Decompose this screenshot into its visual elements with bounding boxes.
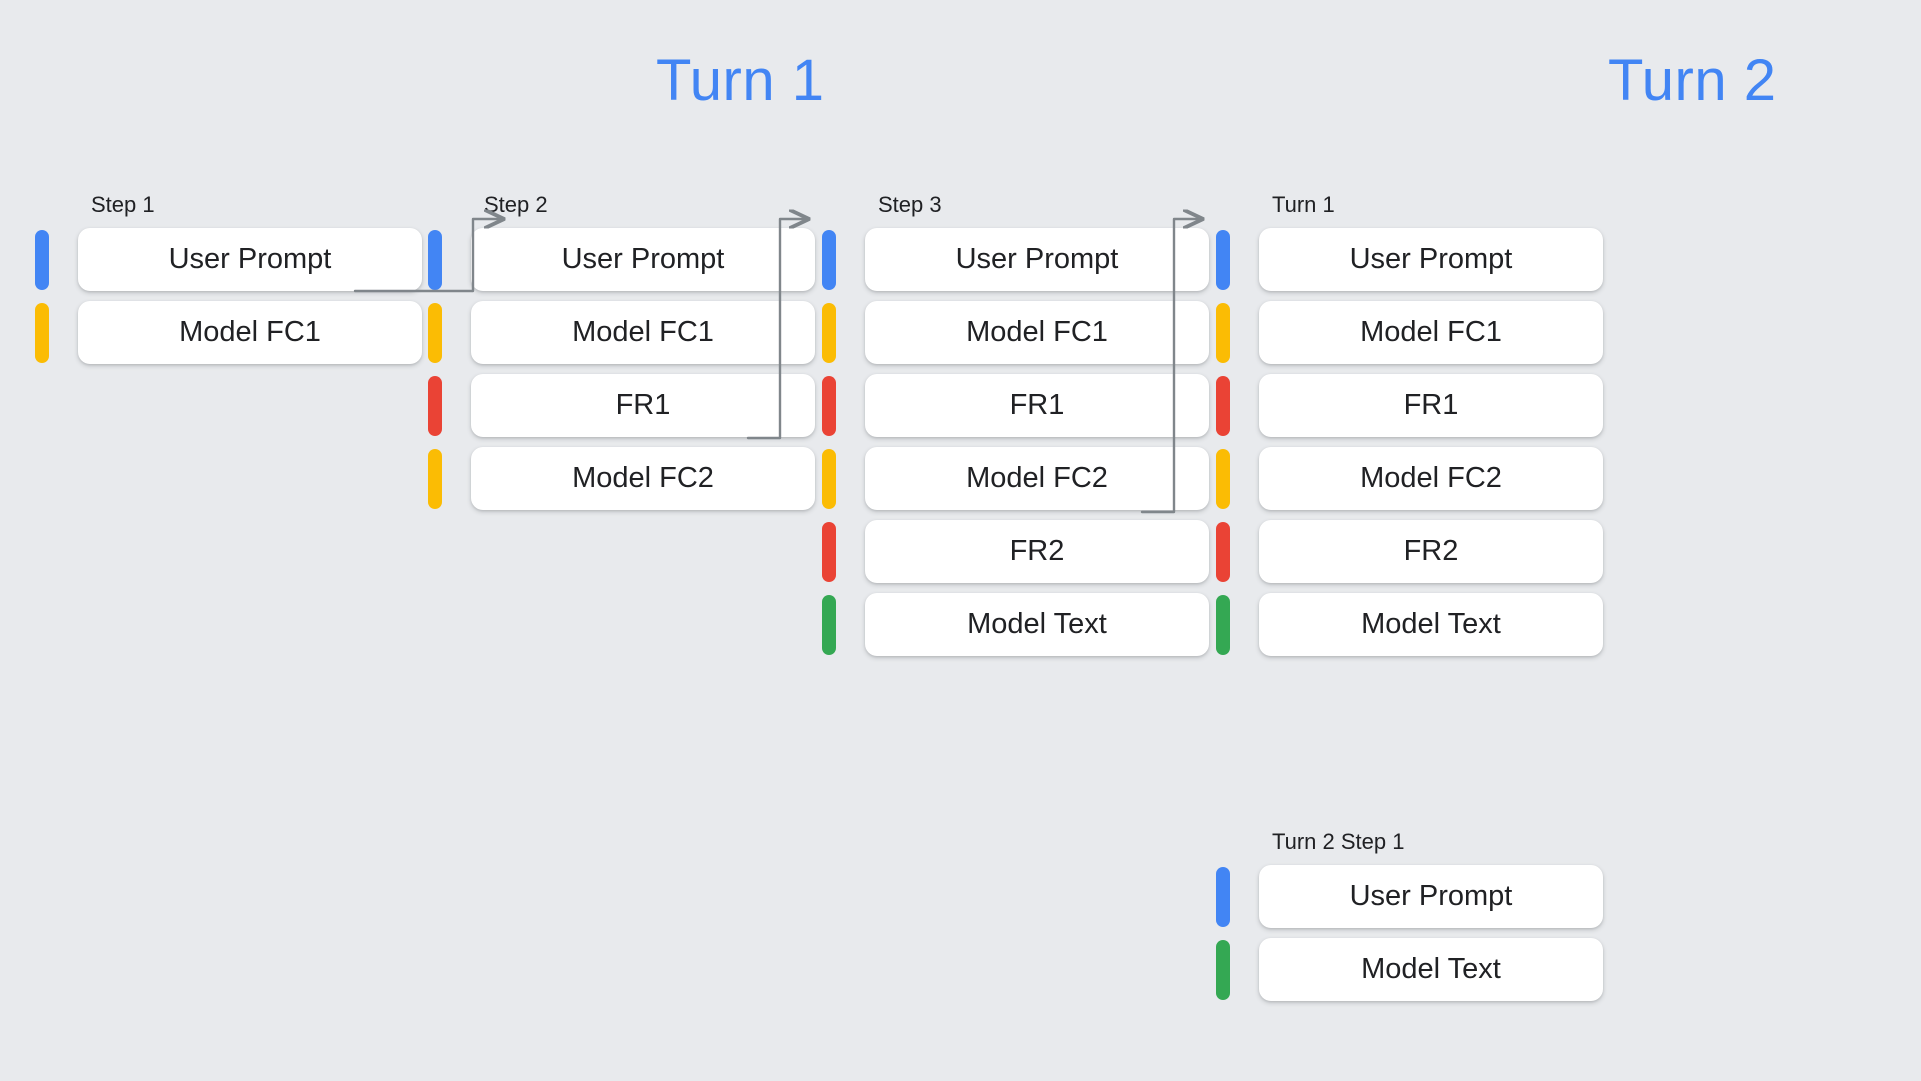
card-model-fc1[interactable]: Model FC1 (1259, 301, 1603, 364)
type-bar-function-response (822, 376, 836, 436)
type-bar-model-function-call (1216, 303, 1230, 363)
card-label: Model FC1 (966, 316, 1108, 348)
type-bar-model-text (822, 595, 836, 655)
card-label: Model Text (1361, 608, 1501, 640)
turn-2-heading: Turn 2 (1608, 48, 1777, 113)
type-bar-function-response (1216, 376, 1230, 436)
card-model-fc2[interactable]: Model FC2 (1259, 447, 1603, 510)
card-model-fc2[interactable]: Model FC2 (471, 447, 815, 510)
type-bar-model-function-call (428, 449, 442, 509)
card-model-text[interactable]: Model Text (1259, 593, 1603, 656)
card-fr2[interactable]: FR2 (1259, 520, 1603, 583)
card-label: Model FC2 (1360, 462, 1502, 494)
column-label-turn-1-history: Turn 1 (1272, 192, 1335, 217)
card-label: Model Text (1361, 953, 1501, 985)
type-bar-model-function-call (1216, 449, 1230, 509)
card-model-fc1[interactable]: Model FC1 (78, 301, 422, 364)
column-label-turn-2-step-1: Turn 2 Step 1 (1272, 829, 1405, 854)
type-bar-function-response (428, 376, 442, 436)
column-label-step-2: Step 2 (484, 192, 548, 217)
card-model-fc1[interactable]: Model FC1 (865, 301, 1209, 364)
column-label-step-1: Step 1 (91, 192, 155, 217)
type-bar-user-prompt (1216, 230, 1230, 290)
type-bar-user-prompt (35, 230, 49, 290)
column-label-step-3: Step 3 (878, 192, 942, 217)
card-user-prompt[interactable]: User Prompt (1259, 865, 1603, 928)
card-label: FR2 (1009, 535, 1065, 567)
type-bar-function-response (822, 522, 836, 582)
type-bar-model-text (1216, 595, 1230, 655)
card-user-prompt[interactable]: User Prompt (78, 228, 422, 291)
card-user-prompt[interactable]: User Prompt (471, 228, 815, 291)
card-label: User Prompt (1349, 243, 1513, 275)
type-bar-model-function-call (35, 303, 49, 363)
card-model-fc2[interactable]: Model FC2 (865, 447, 1209, 510)
card-label: Model FC2 (572, 462, 714, 494)
type-bar-user-prompt (428, 230, 442, 290)
card-label: Model FC1 (572, 316, 714, 348)
type-bar-model-text (1216, 940, 1230, 1000)
type-bar-user-prompt (822, 230, 836, 290)
card-label: Model FC1 (1360, 316, 1502, 348)
card-label: Model FC2 (966, 462, 1108, 494)
card-label: FR1 (615, 389, 671, 421)
card-label: Model FC1 (179, 316, 321, 348)
card-label: FR1 (1009, 389, 1065, 421)
card-label: FR1 (1403, 389, 1459, 421)
type-bar-model-function-call (428, 303, 442, 363)
type-bar-model-function-call (822, 449, 836, 509)
card-model-text[interactable]: Model Text (1259, 938, 1603, 1001)
card-user-prompt[interactable]: User Prompt (1259, 228, 1603, 291)
card-fr1[interactable]: FR1 (471, 374, 815, 437)
card-user-prompt[interactable]: User Prompt (865, 228, 1209, 291)
turn-1-heading: Turn 1 (656, 48, 825, 113)
card-fr2[interactable]: FR2 (865, 520, 1209, 583)
card-label: FR2 (1403, 535, 1459, 567)
card-label: Model Text (967, 608, 1107, 640)
type-bar-model-function-call (822, 303, 836, 363)
card-label: User Prompt (561, 243, 725, 275)
card-fr1[interactable]: FR1 (865, 374, 1209, 437)
type-bar-function-response (1216, 522, 1230, 582)
card-label: User Prompt (955, 243, 1119, 275)
card-model-text[interactable]: Model Text (865, 593, 1209, 656)
card-label: User Prompt (168, 243, 332, 275)
card-label: User Prompt (1349, 880, 1513, 912)
card-fr1[interactable]: FR1 (1259, 374, 1603, 437)
card-model-fc1[interactable]: Model FC1 (471, 301, 815, 364)
type-bar-user-prompt (1216, 867, 1230, 927)
